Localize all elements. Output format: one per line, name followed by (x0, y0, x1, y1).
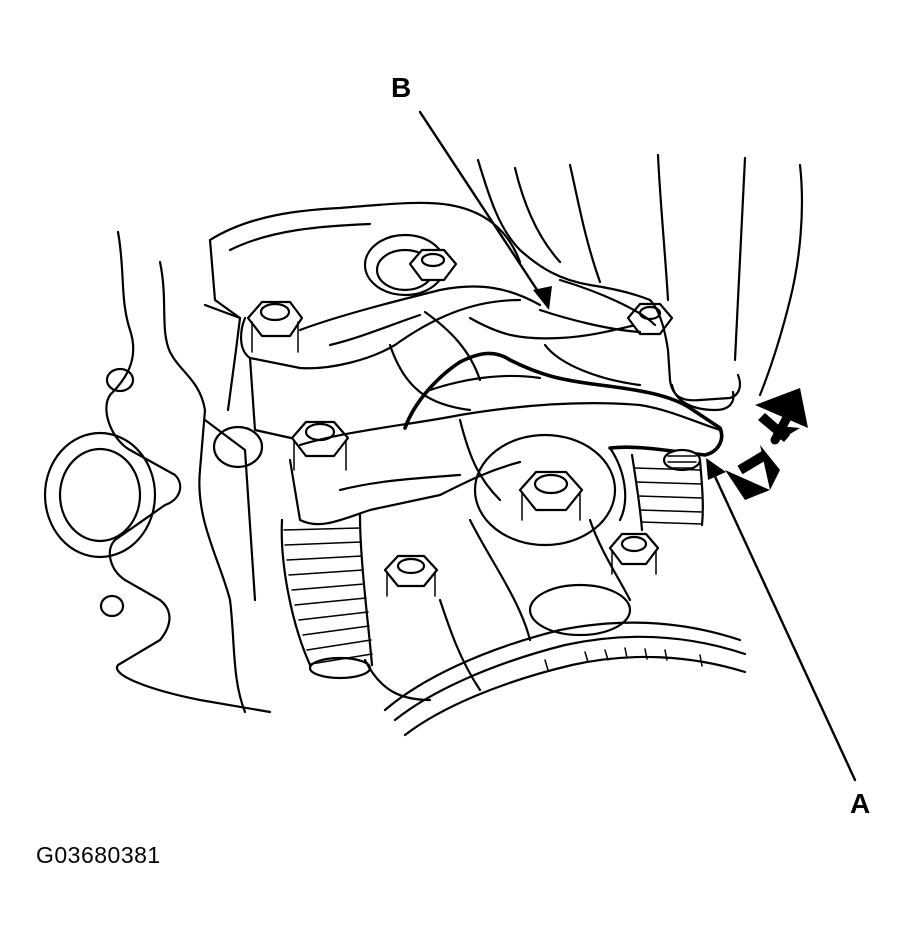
front-rocker-arm (288, 351, 724, 547)
rear-rocker-assembly (240, 233, 662, 442)
cam-sprocket (383, 621, 747, 737)
callout-leader-lines (418, 110, 857, 782)
movement-arrows (725, 388, 808, 500)
rocker-shaft-bolts (246, 248, 674, 597)
technician-hand (476, 153, 804, 412)
camshaft (363, 518, 632, 702)
adjusting-screw (662, 448, 702, 472)
figure-id: G03680381 (36, 842, 161, 868)
valve-spring-left (280, 513, 374, 680)
cylinder-head-casting (43, 201, 522, 714)
callout-label-b: B (391, 72, 412, 103)
valve-spring-right (630, 453, 704, 532)
callout-label-a: A (850, 788, 871, 819)
